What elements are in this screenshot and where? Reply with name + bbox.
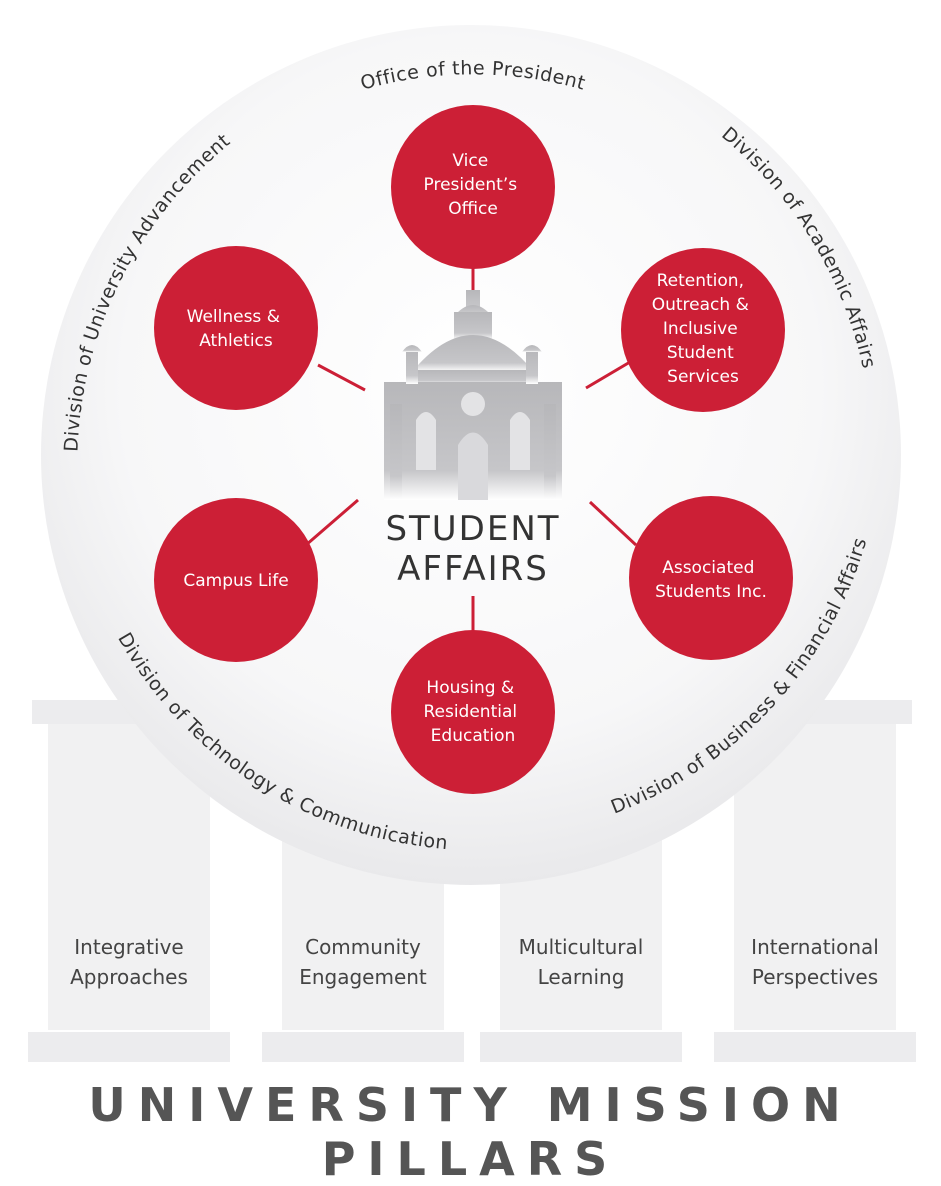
node-wellness-athletics[interactable]: Wellness & Athletics — [154, 246, 318, 410]
node-vp-line3: Office — [448, 199, 498, 219]
node-asi-line2: Students Inc. — [655, 582, 767, 602]
center-title-line1: STUDENT — [385, 509, 560, 549]
pillar-4-line1: International — [751, 935, 879, 959]
node-retention-line5: Services — [667, 367, 739, 387]
node-retention-line3: Inclusive — [663, 319, 738, 339]
student-affairs-diagram: STUDENT AFFAIRS Vice President’s Office … — [41, 25, 901, 885]
building-windows — [416, 392, 530, 500]
svg-text:Housing & Residential: Housing & Residential Education — [423, 678, 522, 746]
node-retention-outreach[interactable]: Retention, Outreach & Inclusive Student … — [621, 248, 785, 412]
connector-wellness — [317, 363, 366, 392]
node-wellness-line1: Wellness & — [187, 307, 280, 327]
connector-lines — [305, 262, 638, 640]
pillar-label-integrative: Integrative Approaches — [24, 932, 234, 992]
pillar-1-line2: Approaches — [70, 965, 188, 989]
pillar-4-line2: Perspectives — [751, 965, 879, 989]
footer-title: UNIVERSITY MISSION PILLARS — [88, 1078, 853, 1186]
node-campus-life[interactable]: Campus Life — [154, 498, 318, 662]
svg-text:Campus Life: Campus Life — [183, 571, 288, 591]
node-housing-residential[interactable]: Housing & Residential Education — [391, 630, 555, 794]
center-title-line2: AFFAIRS — [397, 549, 549, 589]
node-retention-line1: Retention, — [657, 271, 744, 291]
node-vp-line2: President’s — [424, 175, 518, 195]
svg-text:Retention, Outreach &: Retention, Outreach & Inclusive Student … — [652, 271, 755, 387]
pillar-3-line1: Multicultural — [518, 935, 644, 959]
node-housing-line1: Housing & — [426, 678, 514, 698]
connector-campus — [305, 498, 359, 547]
node-vp-line1: Vice — [452, 151, 488, 171]
pillar-2-line2: Engagement — [299, 965, 427, 989]
pillar-label-international: International Perspectives — [710, 932, 920, 992]
node-vice-presidents-office[interactable]: Vice President’s Office — [391, 105, 555, 269]
connector-asi — [588, 500, 638, 547]
node-retention-line4: Student — [667, 343, 734, 363]
node-housing-line3: Education — [431, 726, 516, 746]
node-associated-students[interactable]: Associated Students Inc. — [629, 496, 793, 660]
svg-text:Associated Students Inc.: Associated Students Inc. — [655, 558, 767, 602]
node-campus-line1: Campus Life — [183, 571, 288, 591]
pillar-3-line2: Learning — [537, 965, 625, 989]
pillar-label-community: Community Engagement — [258, 932, 468, 992]
pillar-2-line1: Community — [305, 935, 421, 959]
node-wellness-line2: Athletics — [199, 331, 273, 351]
svg-text:Wellness & Athletics: Wellness & Athletics — [187, 307, 286, 351]
node-retention-line2: Outreach & — [652, 295, 749, 315]
node-housing-line2: Residential — [423, 702, 517, 722]
pillar-1-line1: Integrative — [74, 935, 184, 959]
connector-retention — [585, 360, 631, 390]
node-asi-line1: Associated — [662, 558, 754, 578]
svg-text:Vice President’s O: Vice President’s Office — [424, 151, 523, 219]
pillar-label-multicultural: Multicultural Learning — [476, 932, 686, 992]
